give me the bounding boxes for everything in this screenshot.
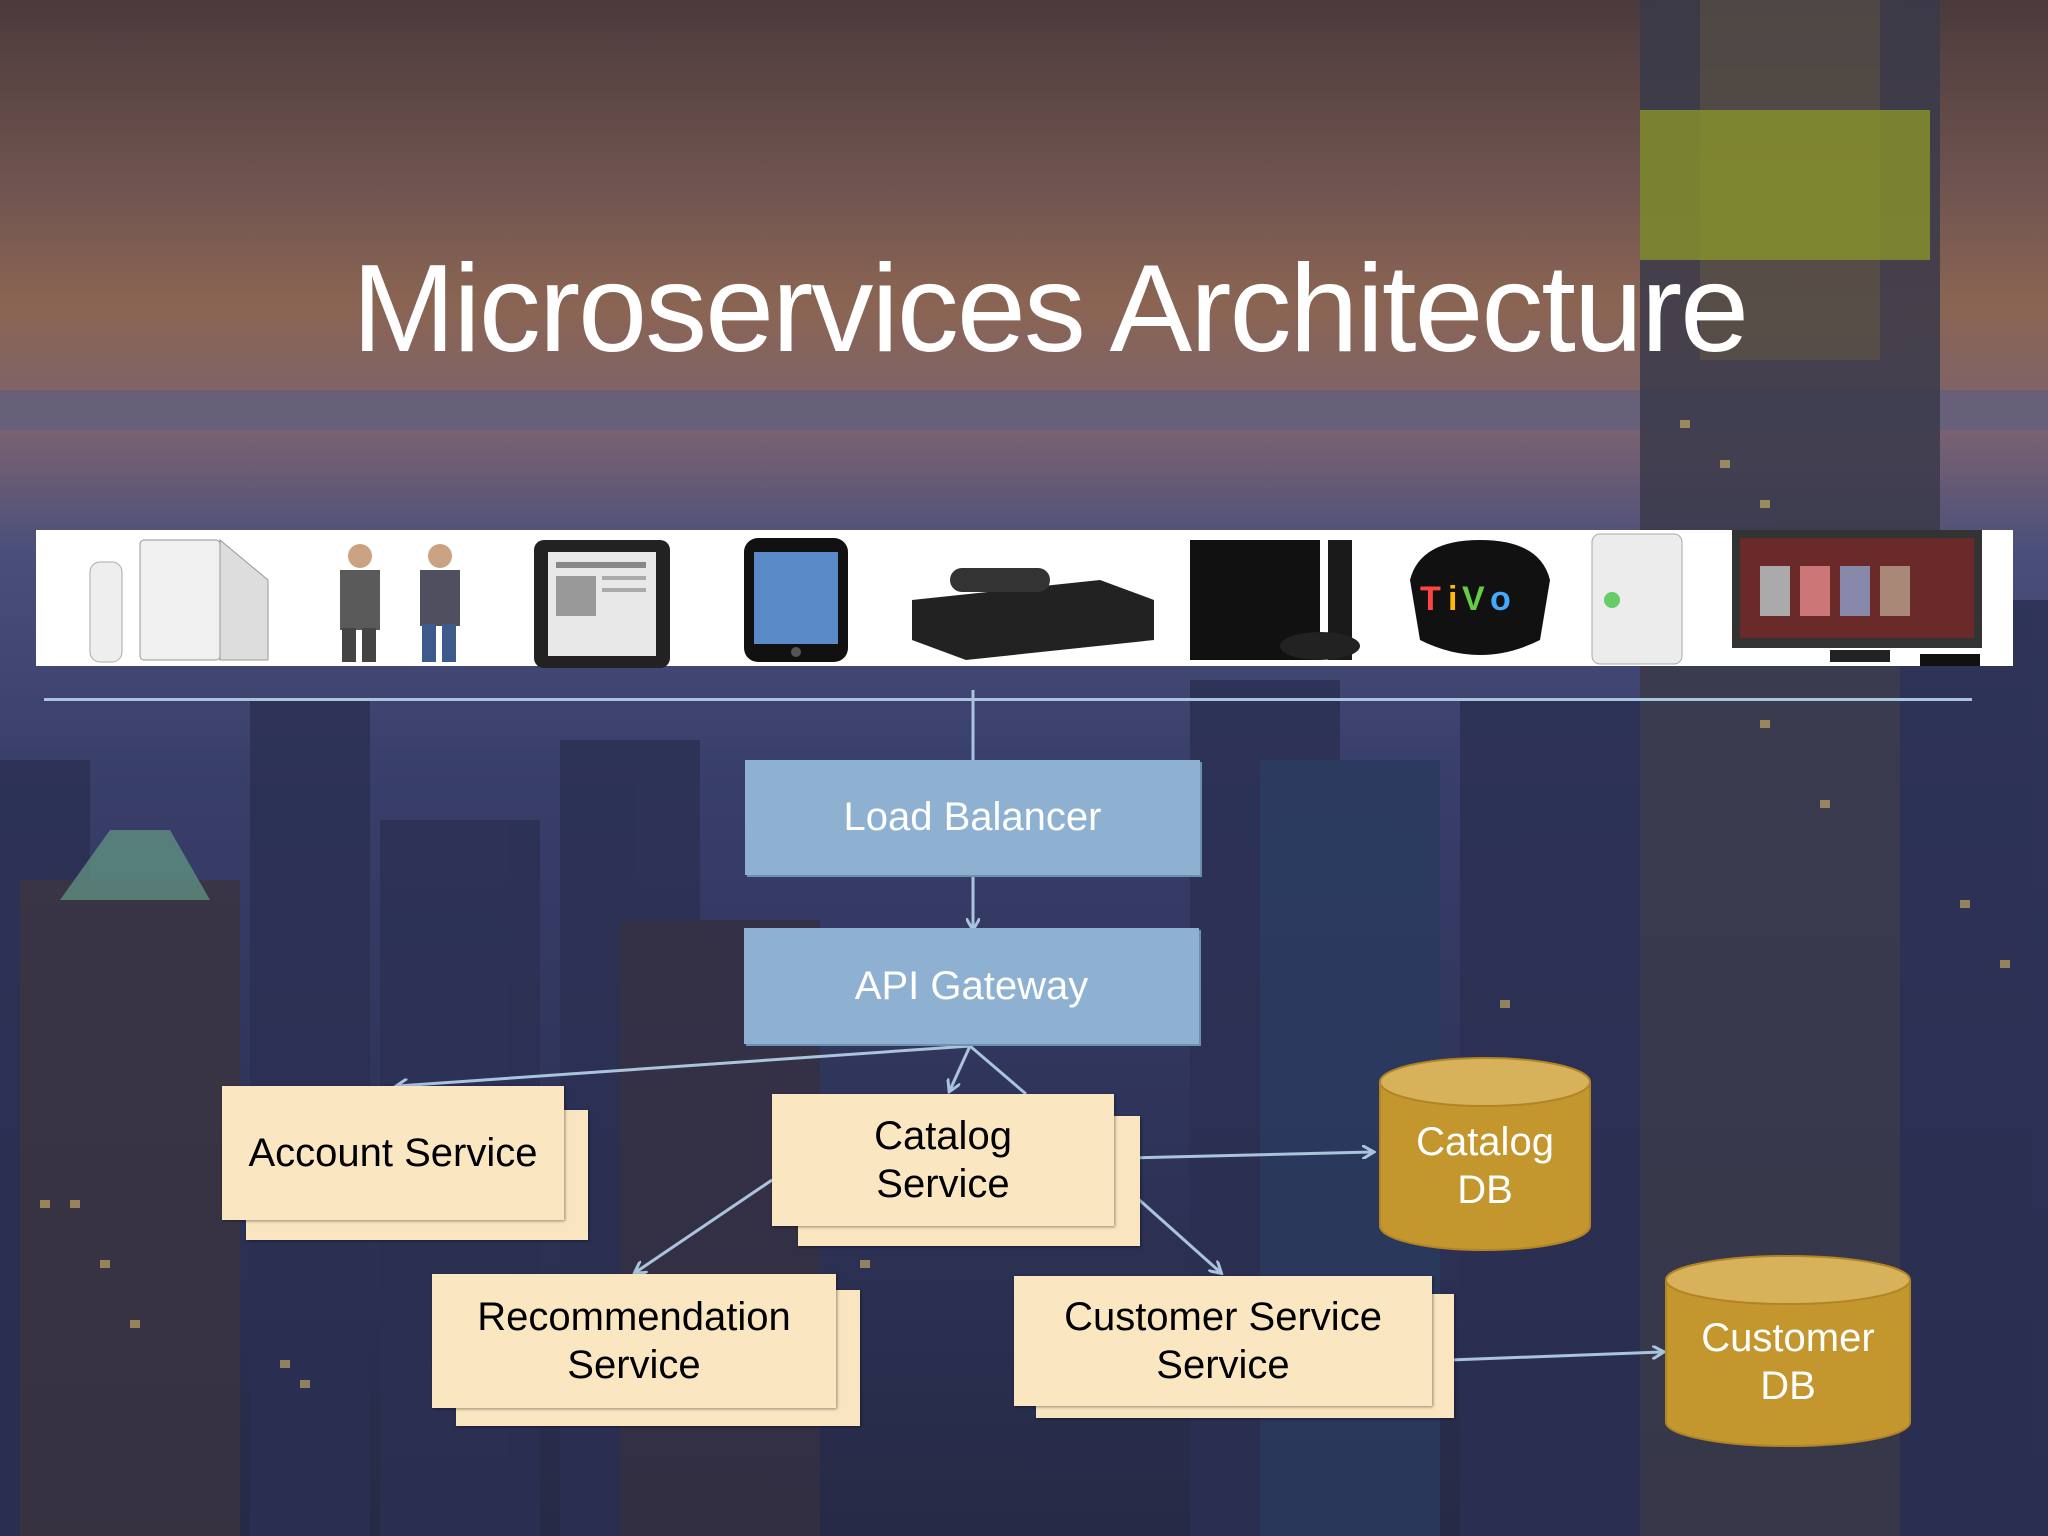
catalog-db-label: Catalog DB [1416, 1120, 1554, 1212]
devices-strip [36, 530, 2013, 666]
load-balancer-box: Load Balancer [745, 760, 1200, 875]
customer-service-label: Customer Service Service [1014, 1276, 1432, 1406]
client-bus-line [44, 698, 1972, 701]
customer-db-label: Customer DB [1701, 1316, 1875, 1408]
account-service-label: Account Service [222, 1086, 564, 1220]
slide-title: Microservices Architecture [352, 240, 1749, 378]
recommendation-service-label: Recommendation Service [432, 1274, 836, 1408]
api-gateway-label: API Gateway [854, 963, 1089, 1008]
catalog-db-cylinder: Catalog DB [1378, 1056, 1592, 1252]
load-balancer-label: Load Balancer [843, 795, 1102, 839]
catalog-service-label: Catalog Service [772, 1094, 1114, 1226]
api-gateway-box: API Gateway [744, 928, 1199, 1044]
customer-db-cylinder: Customer DB [1664, 1254, 1912, 1448]
